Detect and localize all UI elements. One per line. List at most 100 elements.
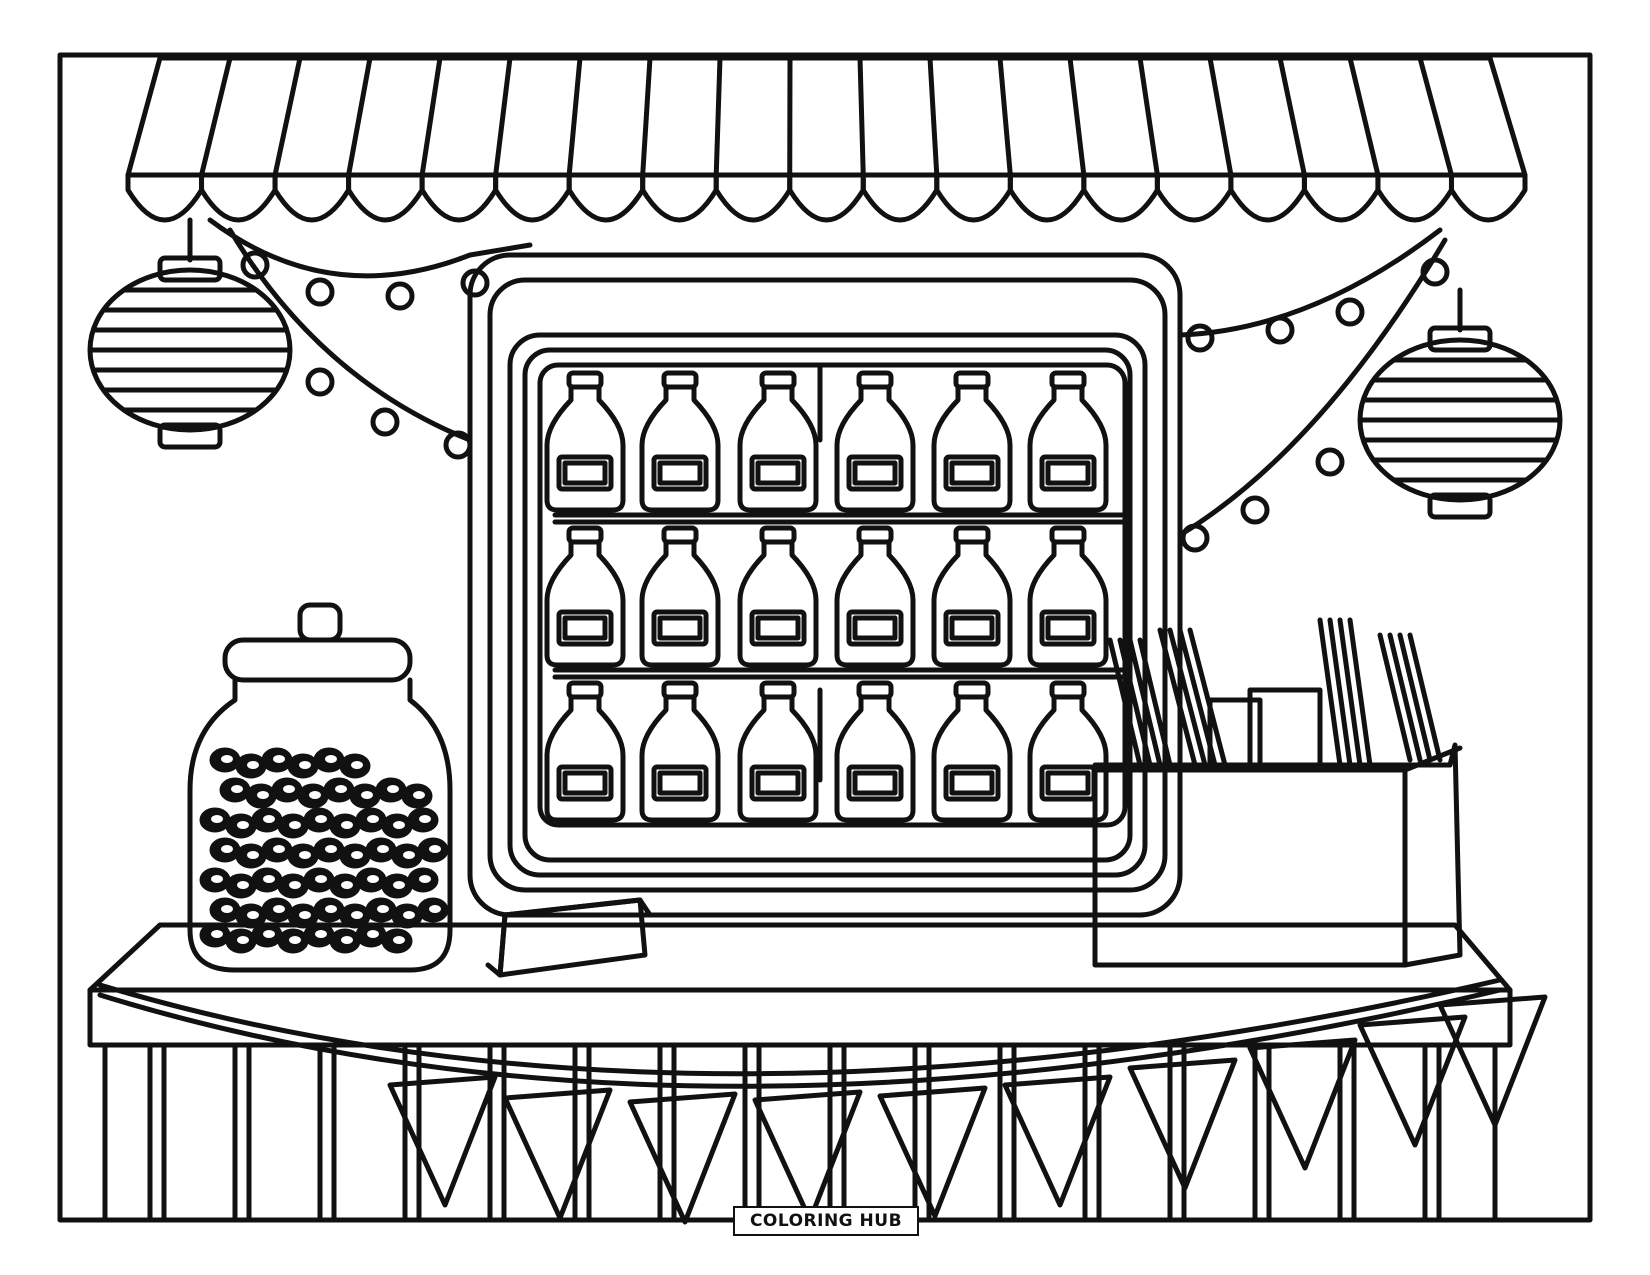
straw-box [1092,617,1463,968]
candy-shine [235,879,251,891]
light-bulb [305,367,335,397]
awning-stripe [272,55,303,178]
pennant-bunting [97,977,1548,1225]
lantern [1357,287,1563,520]
pennant-flag [502,1087,613,1221]
bottle [639,680,721,823]
candy-jar [187,602,453,973]
pennant-flag [387,1074,498,1208]
candy-shine [375,843,391,855]
awning-scallop [493,172,572,223]
awning-stripe [566,55,583,178]
awning-scallop [1154,172,1234,223]
bottle [1027,370,1109,513]
candy-shine [401,849,417,861]
awning-scallop [934,172,1013,223]
bottle-rows [544,370,1109,823]
awning-stripe [927,55,940,178]
candy-shine [287,819,303,831]
candy-shine [349,759,365,771]
candy-shine [209,928,225,940]
pennant-flag [1437,994,1548,1128]
candy-pieces [199,747,449,954]
candy-shine [385,783,401,795]
bottle [834,525,916,668]
candy-shine [359,789,375,801]
awning-stripe [997,55,1013,178]
candy-shine [323,903,339,915]
candy-shine [245,759,261,771]
pennant-flag [1247,1037,1358,1171]
light-bulb [1185,323,1215,353]
paper-lanterns [87,217,1563,520]
candy-shine [391,819,407,831]
candy-shine [255,789,271,801]
awning-body [125,55,1528,178]
candy-shine [209,813,225,825]
bottle [1027,525,1109,668]
bottle [931,370,1013,513]
bottle [834,370,916,513]
pennant-flag [1127,1057,1238,1191]
awning-stripe [1417,55,1454,178]
candy-shine [245,849,261,861]
bottle [544,370,626,513]
pennant-flag [877,1085,988,1219]
awning-scallop [1301,172,1381,223]
bottle [544,680,626,823]
candy-shine [313,813,329,825]
coloring-hub-watermark: COLORING HUB [733,1206,919,1236]
candy-shine [417,813,433,825]
awning-scallop [419,172,499,223]
candy-shine [229,783,245,795]
awning-scallop [1448,172,1528,223]
candy-shine [401,909,417,921]
tag-holder [485,897,653,978]
pennant-flag [752,1089,863,1223]
candy-shine [313,873,329,885]
light-bulb [1180,523,1210,553]
awning-stripe [1207,55,1234,178]
awning-stripe [640,55,653,178]
bottle [737,370,819,513]
awning-scallop [787,172,866,223]
awning-stripe [1277,55,1307,178]
candy-shine [333,783,349,795]
pennant-flag [627,1091,738,1225]
light-bulb [1240,495,1270,525]
awning-scallop [346,172,425,223]
awning-scallop [125,172,205,223]
light-bulb [1420,257,1450,287]
candy-shine [287,934,303,946]
candy-shine [235,934,251,946]
candy-shine [209,873,225,885]
candy-shine [271,753,287,765]
candy-shine [375,903,391,915]
candy-shine [261,873,277,885]
awning-scallop [1228,172,1307,223]
candy-shine [297,849,313,861]
candy-shine [297,759,313,771]
candy-shine [281,783,297,795]
bunting-string [97,987,1503,1089]
bottle [639,370,721,513]
light-bulb [305,277,335,307]
light-bulb [385,281,415,311]
candy-shine [323,753,339,765]
candy-shine [417,873,433,885]
light-bulb [1335,297,1365,327]
striped-awning [125,55,1528,223]
straw-bundle [1107,637,1173,768]
bottle [834,680,916,823]
awning-scallop [1007,172,1087,223]
candy-shine [411,789,427,801]
candy-shine [427,843,443,855]
awning-scallop [713,172,793,223]
awning-stripe [199,55,233,178]
awning-stripe [493,55,513,178]
light-bulb [1315,447,1345,477]
candy-shine [287,879,303,891]
candy-shine [349,849,365,861]
candy-shine [427,903,443,915]
